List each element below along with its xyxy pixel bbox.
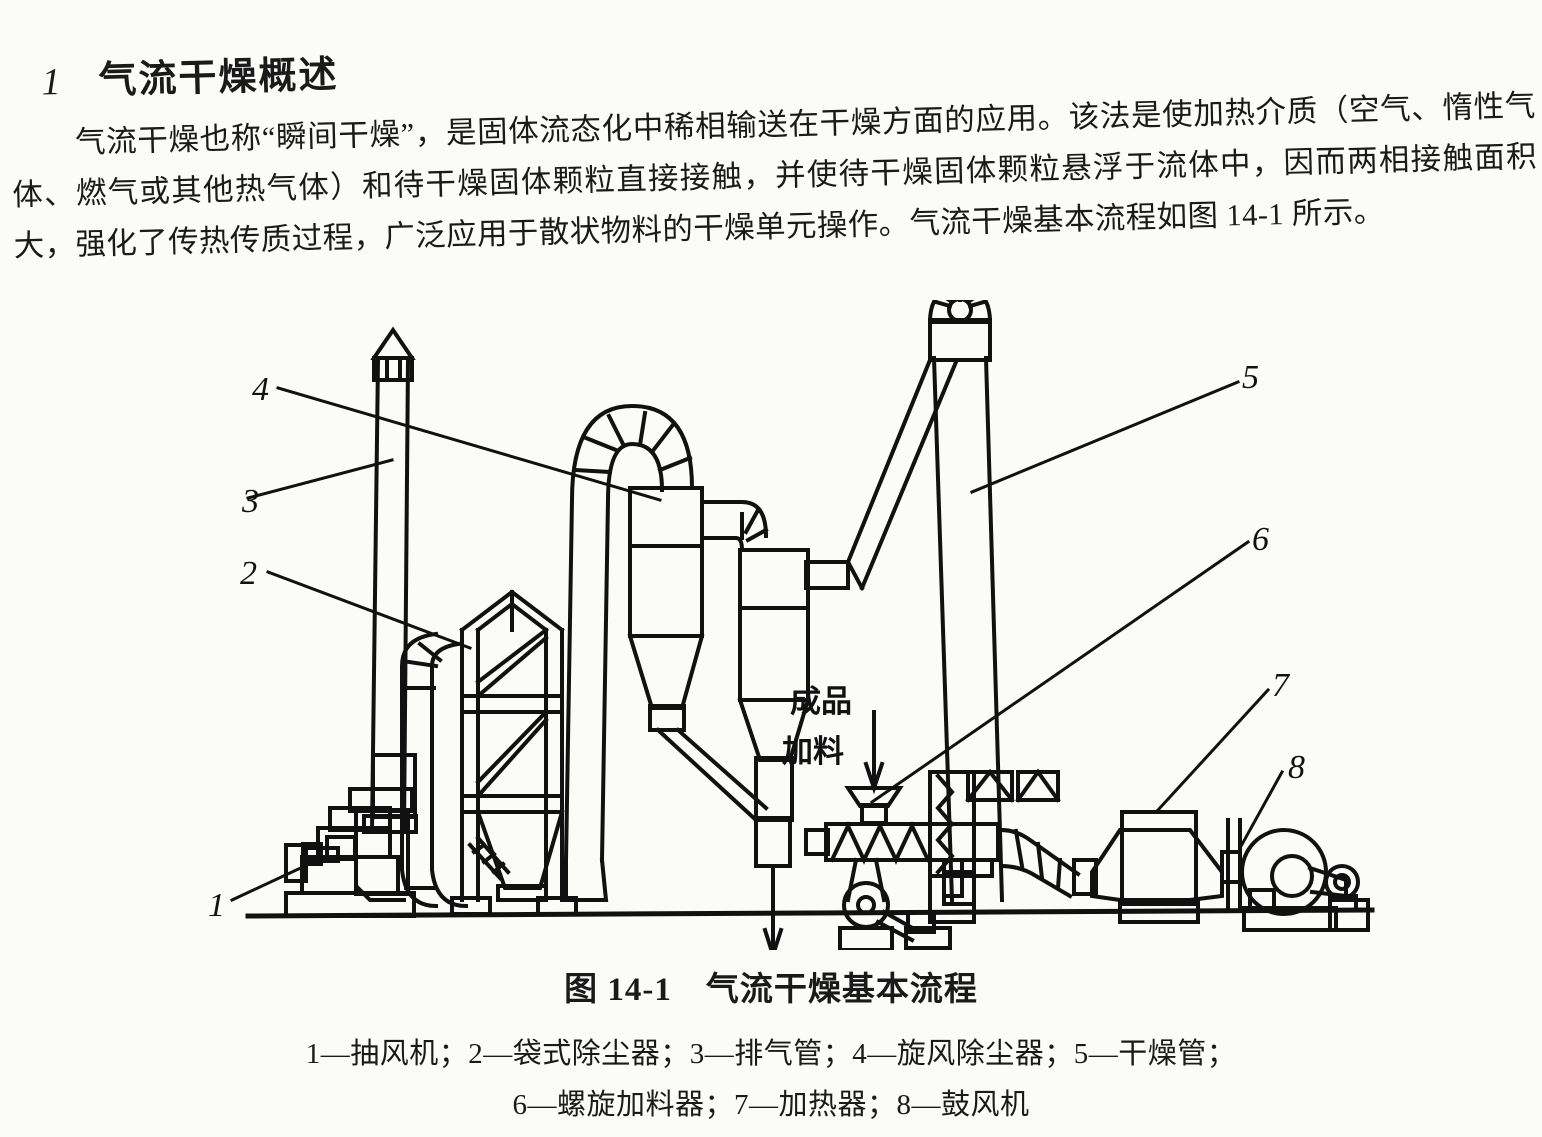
- heater-group: [1072, 810, 1242, 924]
- feed-flow-arrow: [863, 710, 885, 795]
- figure-legend-line-1: 1—抽风机；2—袋式除尘器；3—排气管；4—旋风除尘器；5—干燥管；: [305, 1038, 1237, 1070]
- callout-number-2: 2: [240, 555, 257, 592]
- exhaust-pipe-group: [354, 326, 418, 902]
- body-paragraph-container: 气流干燥也称“瞬间干燥”，是固体流态化中稀相输送在干燥方面的应用。该法是使加热介…: [10, 81, 1538, 273]
- section-heading: 1 气流干燥概述: [41, 43, 339, 105]
- section-title: 气流干燥概述: [98, 53, 340, 103]
- callout-number-3: 3: [241, 483, 259, 520]
- figure-number: 图 14-1: [564, 972, 672, 1008]
- leader-2: [266, 570, 472, 650]
- leader-7: [1155, 687, 1271, 813]
- leader-3: [246, 458, 394, 500]
- callout-leaders: [230, 380, 1285, 902]
- product-label: 成品: [790, 684, 852, 719]
- figure-caption: 图 14-1 气流干燥基本流程: [0, 962, 1542, 1010]
- body-paragraph: 气流干燥也称“瞬间干燥”，是固体流态化中稀相输送在干燥方面的应用。该法是使加热介…: [11, 88, 1538, 264]
- fan-to-filter-duct: [400, 631, 469, 909]
- leader-1: [230, 856, 324, 902]
- leader-5: [970, 380, 1240, 494]
- callout-number-4: 4: [252, 371, 269, 408]
- leader-4: [276, 386, 662, 502]
- callout-number-6: 6: [1252, 521, 1269, 558]
- callout-number-5: 5: [1242, 359, 1259, 396]
- callout-number-8: 8: [1288, 749, 1305, 786]
- figure-legend-line-2: 6—螺旋加料器；7—加热器；8—鼓风机: [512, 1089, 1030, 1121]
- screw-feeder-group: [804, 768, 1061, 950]
- feed-label: 加料: [782, 734, 844, 769]
- text-block: 1 气流干燥概述 气流干燥也称“瞬间干燥”，是固体流态化中稀相输送在干燥方面的应用…: [0, 0, 1542, 321]
- bag-filter-group: [450, 589, 578, 916]
- ground-line: [245, 907, 1375, 919]
- callout-number-7: 7: [1272, 667, 1291, 704]
- blower-group: [1240, 828, 1370, 932]
- callout-number-1: 1: [208, 887, 225, 924]
- cyclone-separator-group: [563, 403, 850, 902]
- figure-diagram: 1 2 3 4 5 6 7 8 成品 加料: [0, 300, 1542, 950]
- drying-tube-group: [845, 300, 1081, 906]
- exhaust-fan-group: [284, 753, 417, 918]
- figure-title: 气流干燥基本流程: [705, 972, 978, 1008]
- section-number: 1: [41, 60, 64, 104]
- leader-8: [1237, 769, 1285, 851]
- product-flow-arrow: [762, 864, 784, 950]
- leader-6: [869, 539, 1251, 805]
